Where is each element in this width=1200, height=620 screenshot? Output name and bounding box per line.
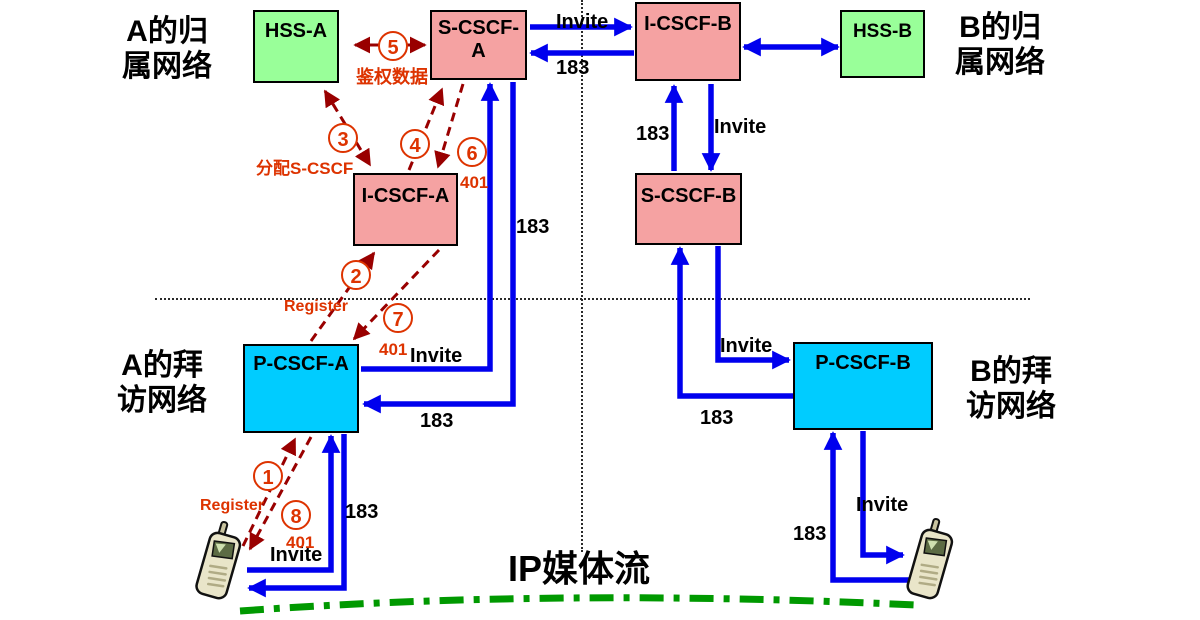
region-label-a-visited: A的拜 访网络 [117,349,207,417]
invite-label-phoneb: Invite [856,494,909,516]
ip-media-stream-label: IP媒体流 [508,548,651,589]
region-label-a-home: A的归 属网络 [122,15,212,83]
register-label-step1: Register [200,497,265,514]
node-s-cscf-a: S-CSCF- A [430,10,527,80]
step-circle-3: 3 [328,123,358,153]
network-a-b-separator-line [581,0,583,552]
register-arrow-phonea-to-pcscfa [241,437,297,547]
invite-arrow-pcscfb-to-phoneb [860,431,905,565]
step-circle-1: 1 [253,461,283,491]
step-circle-5: 5 [378,31,408,61]
node-hss-a: HSS-A [253,10,339,83]
401-label-step7: 401 [379,340,408,359]
183-arrow-scscfa-to-pcscfa [362,82,516,414]
assign-scscf-label: 分配S-CSCF [256,159,354,178]
183-label-top: 183 [556,57,590,79]
invite-label-top: Invite [556,11,609,33]
node-i-cscf-b: I-CSCF-B [635,2,741,81]
node-p-cscf-b: P-CSCF-B [793,342,933,430]
mobile-phone-a-icon [195,520,242,600]
invite-arrow-pcscfa-to-scscfa [361,82,500,372]
invite-label-pcscfa-scscfa: Invite [410,345,463,367]
step-circle-7: 7 [383,303,413,333]
home-visited-separator-line [155,298,1030,300]
node-s-cscf-b: S-CSCF-B [635,173,742,245]
auth-data-label: 鉴权数据 [356,67,428,87]
401-label-step6: 401 [460,173,489,192]
401-arrow-icscfa-to-pcscfa [352,248,441,341]
node-hss-b: HSS-B [840,10,925,78]
node-p-cscf-a: P-CSCF-A [243,344,359,433]
183-arrow-pcscfa-to-phonea [247,434,347,598]
401-arrow-pcscfa-to-phonea [248,436,313,551]
step-circle-6: 6 [457,137,487,167]
401-label-step8: 401 [286,533,315,552]
183-label-scscfa-line: 183 [516,216,550,238]
node-i-cscf-a: I-CSCF-A [353,173,458,246]
183-label-pcscfa-phonea: 183 [345,501,379,523]
step-circle-2: 2 [341,260,371,290]
invite-label-phonea: Invite [270,544,323,566]
183-label-scscfa-pcscfa: 183 [420,410,454,432]
mobile-phone-b-icon [906,517,954,600]
183-label-pcscfb-scscfb: 183 [700,407,734,429]
region-label-b-visited: B的拜 访网络 [966,355,1056,423]
183-arrow-phoneb-to-pcscfb [823,431,910,583]
invite-arrow-scscfb-to-pcscfb [715,246,791,370]
183-label-icscfb-scscfb: 183 [636,123,670,145]
183-arrow-pcscfb-to-scscfb [670,246,793,399]
step-circle-4: 4 [400,129,430,159]
183-label-phoneb: 183 [793,523,827,545]
step-circle-8: 8 [281,500,311,530]
invite-label-scscfb-pcscfb: Invite [720,335,773,357]
ip-media-stream-line [239,594,916,615]
invite-arrow-phonea-to-pcscfa [247,434,341,573]
invite-label-icscfb-scscfb: Invite [714,116,767,138]
region-label-b-home: B的归 属网络 [955,11,1045,79]
register-label-step2: Register [284,298,349,315]
